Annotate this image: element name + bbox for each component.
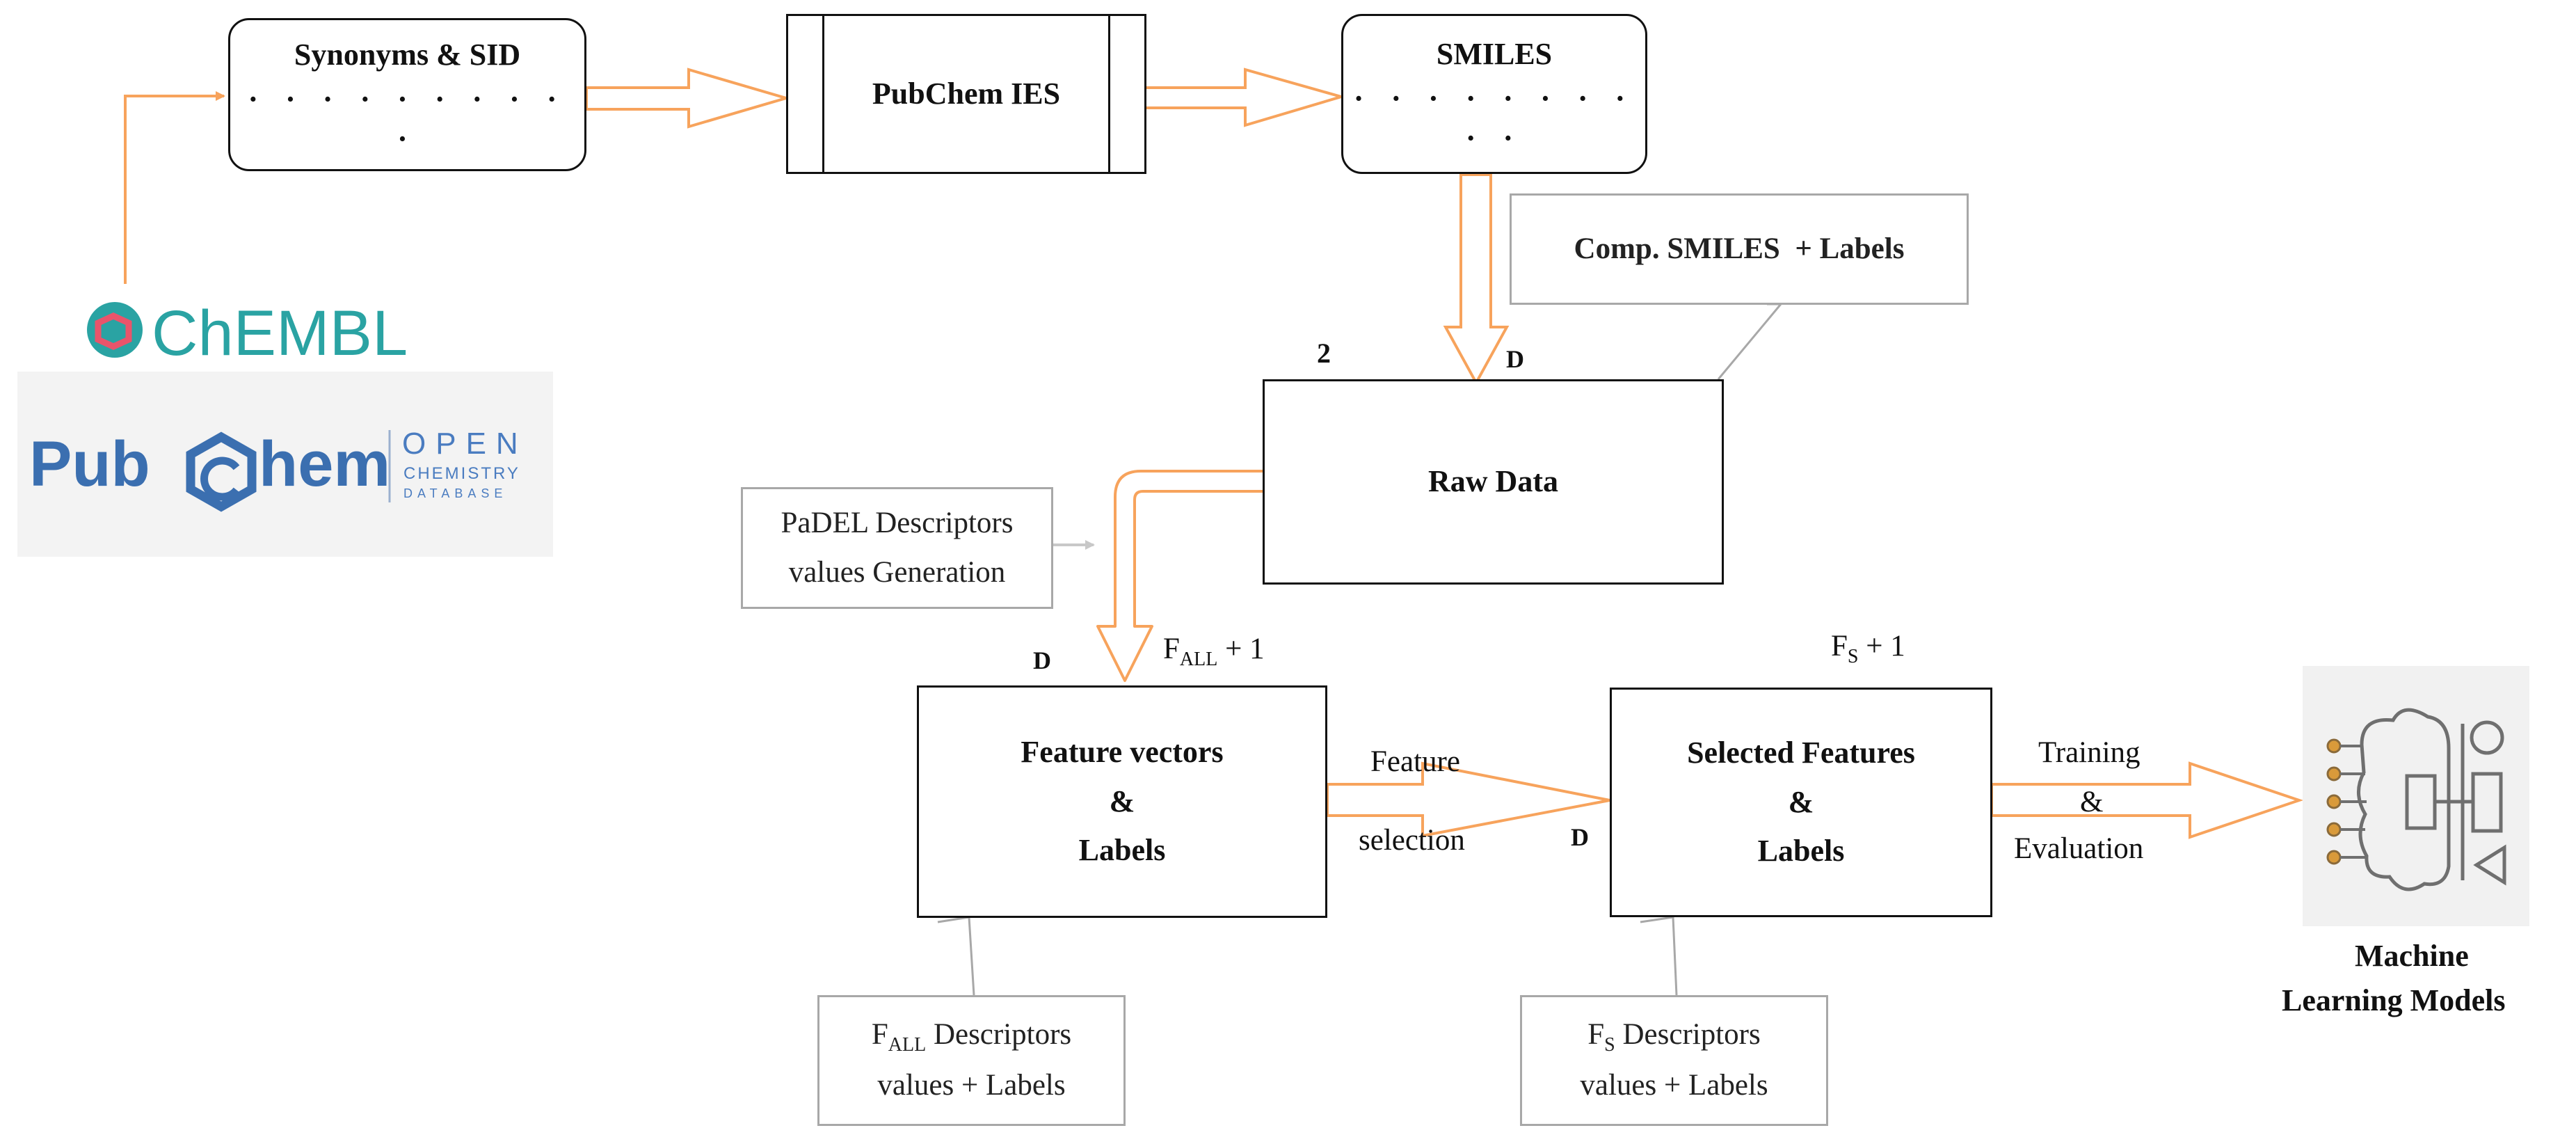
arrow-pubchem-to-smiles xyxy=(1143,68,1347,127)
comp-smiles-text: Comp. SMILES + Labels xyxy=(1574,232,1905,265)
selected-features-line3: Labels xyxy=(1757,834,1845,868)
arrow-synonyms-to-pubchem xyxy=(585,68,792,129)
selected-features-line2: & xyxy=(1788,784,1814,819)
fs-callout-tail xyxy=(1640,916,1678,996)
arrow-selected-to-ml xyxy=(1990,761,2304,839)
label-selection: selection xyxy=(1359,824,1465,857)
synonyms-dots: · · · · · · · · · · xyxy=(248,82,567,157)
pubchem-open: OPEN xyxy=(402,427,528,461)
label-fall-plus-one: FALL + 1 xyxy=(1163,633,1265,670)
padel-callout: PaDEL Descriptors values Generation xyxy=(741,487,1053,609)
label-two: 2 xyxy=(1317,338,1331,369)
pubchem-logo-card xyxy=(17,372,553,557)
fall-callout-tail xyxy=(937,916,975,996)
comp-smiles-callout: Comp. SMILES + Labels xyxy=(1510,193,1969,305)
feature-vectors-box: Feature vectors & Labels xyxy=(917,685,1327,918)
ml-models-line2: Learning Models xyxy=(2282,983,2506,1017)
smiles-box: SMILES · · · · · · · · · · xyxy=(1341,14,1647,174)
chembl-to-synonyms-connector xyxy=(124,91,225,284)
label-training-amp: & xyxy=(2080,786,2104,818)
fall-descriptors-callout: FALL Descriptors values + Labels xyxy=(817,995,1126,1126)
padel-line1: PaDEL Descriptors xyxy=(781,506,1014,539)
label-d-features: D xyxy=(1033,646,1051,674)
fs-descriptors-callout: FS Descriptors values + Labels xyxy=(1520,995,1828,1126)
arrow-features-to-selected xyxy=(1326,761,1610,838)
label-fs-plus-one: FS + 1 xyxy=(1831,630,1905,667)
pubchem-logo: Pub hem OPEN CHEMISTRY DATABASE xyxy=(29,427,528,512)
raw-data-label: Raw Data xyxy=(1428,464,1558,499)
feature-vectors-line2: & xyxy=(1109,784,1135,818)
pubchem-chemistry: CHEMISTRY xyxy=(403,464,520,483)
machine-learning-icon xyxy=(2326,708,2506,891)
pubchem-ies-box: PubChem IES xyxy=(786,14,1146,174)
padel-line2: values Generation xyxy=(788,555,1006,589)
raw-data-box: Raw Data xyxy=(1263,379,1724,585)
feature-vectors-line3: Labels xyxy=(1078,833,1166,868)
label-training: Training xyxy=(2038,736,2141,769)
fall-descriptors-line1: FALL Descriptors xyxy=(871,1017,1072,1056)
pubchem-ies-label: PubChem IES xyxy=(872,76,1061,111)
selected-features-line1: Selected Features xyxy=(1687,736,1915,770)
label-feature: Feature xyxy=(1370,745,1460,778)
pubchem-word-right: hem xyxy=(259,429,390,500)
feature-vectors-line1: Feature vectors xyxy=(1021,735,1224,770)
fs-descriptors-line1: FS Descriptors xyxy=(1587,1017,1761,1056)
label-d-selected: D xyxy=(1571,823,1589,851)
chembl-wordmark: ChEMBL xyxy=(152,298,408,369)
arrow-smiles-to-rawdata xyxy=(1443,173,1510,386)
comp-smiles-callout-tail xyxy=(1717,303,1784,380)
label-evaluation: Evaluation xyxy=(2014,832,2144,865)
pubchem-database: DATABASE xyxy=(403,486,507,500)
ml-models-line1: Machine xyxy=(2355,939,2469,973)
smiles-label: SMILES xyxy=(1436,36,1553,71)
fall-descriptors-line2: values + Labels xyxy=(877,1069,1066,1102)
fs-descriptors-line2: values + Labels xyxy=(1580,1069,1768,1102)
label-d-rawdata: D xyxy=(1506,345,1524,373)
chembl-logo: ChEMBL xyxy=(87,298,408,369)
synonyms-sid-label: Synonyms & SID xyxy=(294,37,521,72)
pubchem-word-left: Pub xyxy=(29,429,150,500)
synonyms-sid-box: Synonyms & SID · · · · · · · · · · xyxy=(228,18,586,171)
smiles-dots: · · · · · · · · · · xyxy=(1353,81,1635,156)
selected-features-box: Selected Features & Labels xyxy=(1610,688,1992,917)
arrow-rawdata-to-features xyxy=(1096,470,1263,682)
